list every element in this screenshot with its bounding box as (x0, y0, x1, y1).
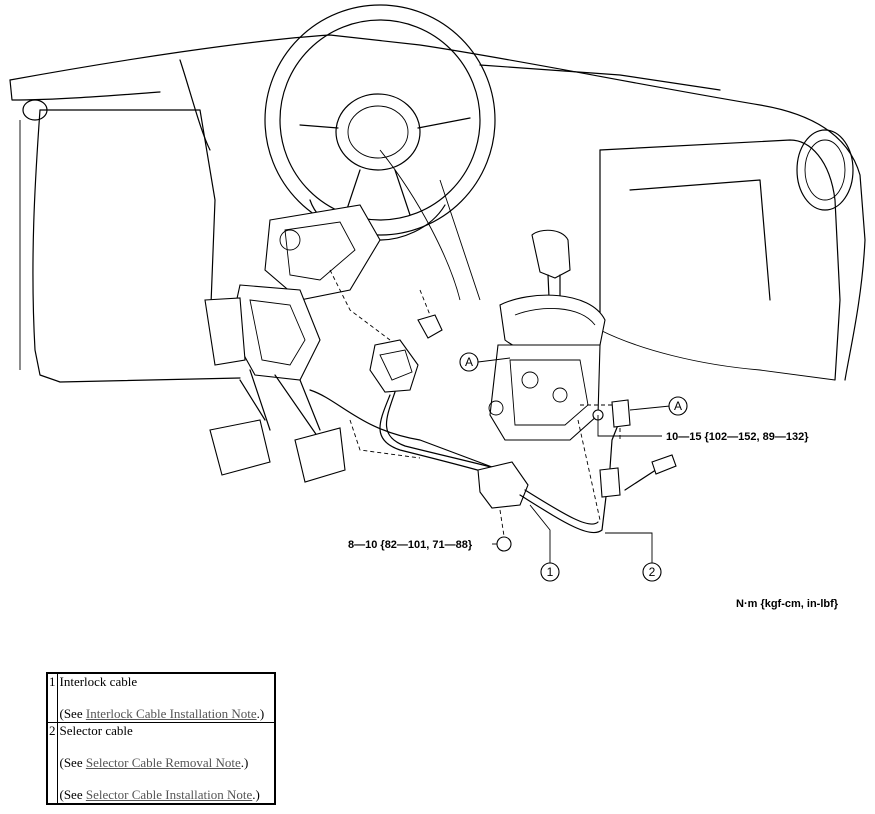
note-line: (See Selector Cable Installation Note.) (59, 787, 260, 802)
selector-cable-removal-note-link[interactable]: Selector Cable Removal Note (85, 755, 241, 770)
note-line: (See Selector Cable Removal Note.) (59, 755, 249, 770)
svg-text:1: 1 (547, 565, 554, 579)
table-row: 2 Selector cable (See Selector Cable Rem… (46, 722, 275, 805)
torque-label-upper: 10—15 {102—152, 89—132} (666, 431, 809, 443)
torque-label-lower: 8—10 {82—101, 71—88} (348, 539, 473, 551)
part-number: 2 (46, 722, 58, 805)
shift-lever-assembly (488, 229, 621, 521)
svg-text:A: A (674, 399, 682, 413)
svg-text:A: A (465, 355, 473, 369)
part-number: 1 (46, 672, 58, 723)
exploded-view-diagram: 1 2 A A 10—15 {102—152, 89—132} 8—10 {82… (9, 4, 866, 582)
parts-table: 1 Interlock cable (See Interlock Cable I… (46, 672, 276, 805)
table-row: 1 Interlock cable (See Interlock Cable I… (46, 672, 275, 723)
callout-2: 2 (642, 562, 662, 582)
part-name: Selector cable (59, 723, 133, 738)
cable-routing (309, 389, 677, 552)
part-description: Selector cable (See Selector Cable Remov… (56, 722, 275, 805)
selector-cable-installation-note-link[interactable]: Selector Cable Installation Note (85, 787, 253, 802)
callout-1: 1 (540, 562, 560, 582)
dashboard-outline (9, 34, 866, 383)
leader-lines (477, 357, 671, 563)
part-name: Interlock cable (59, 674, 138, 689)
note-line: (See Interlock Cable Installation Note.) (59, 706, 265, 721)
part-description: Interlock cable (See Interlock Cable Ins… (56, 672, 275, 723)
interlock-cable-installation-note-link[interactable]: Interlock Cable Installation Note (85, 706, 257, 721)
callout-a-lever: A (459, 352, 479, 372)
pedal-assembly (204, 204, 381, 483)
callout-a-bracket: A (668, 396, 688, 416)
svg-text:2: 2 (649, 565, 656, 579)
interlock-switch (329, 269, 443, 459)
torque-unit-label: N·m {kgf-cm, in-lbf} (736, 598, 839, 610)
